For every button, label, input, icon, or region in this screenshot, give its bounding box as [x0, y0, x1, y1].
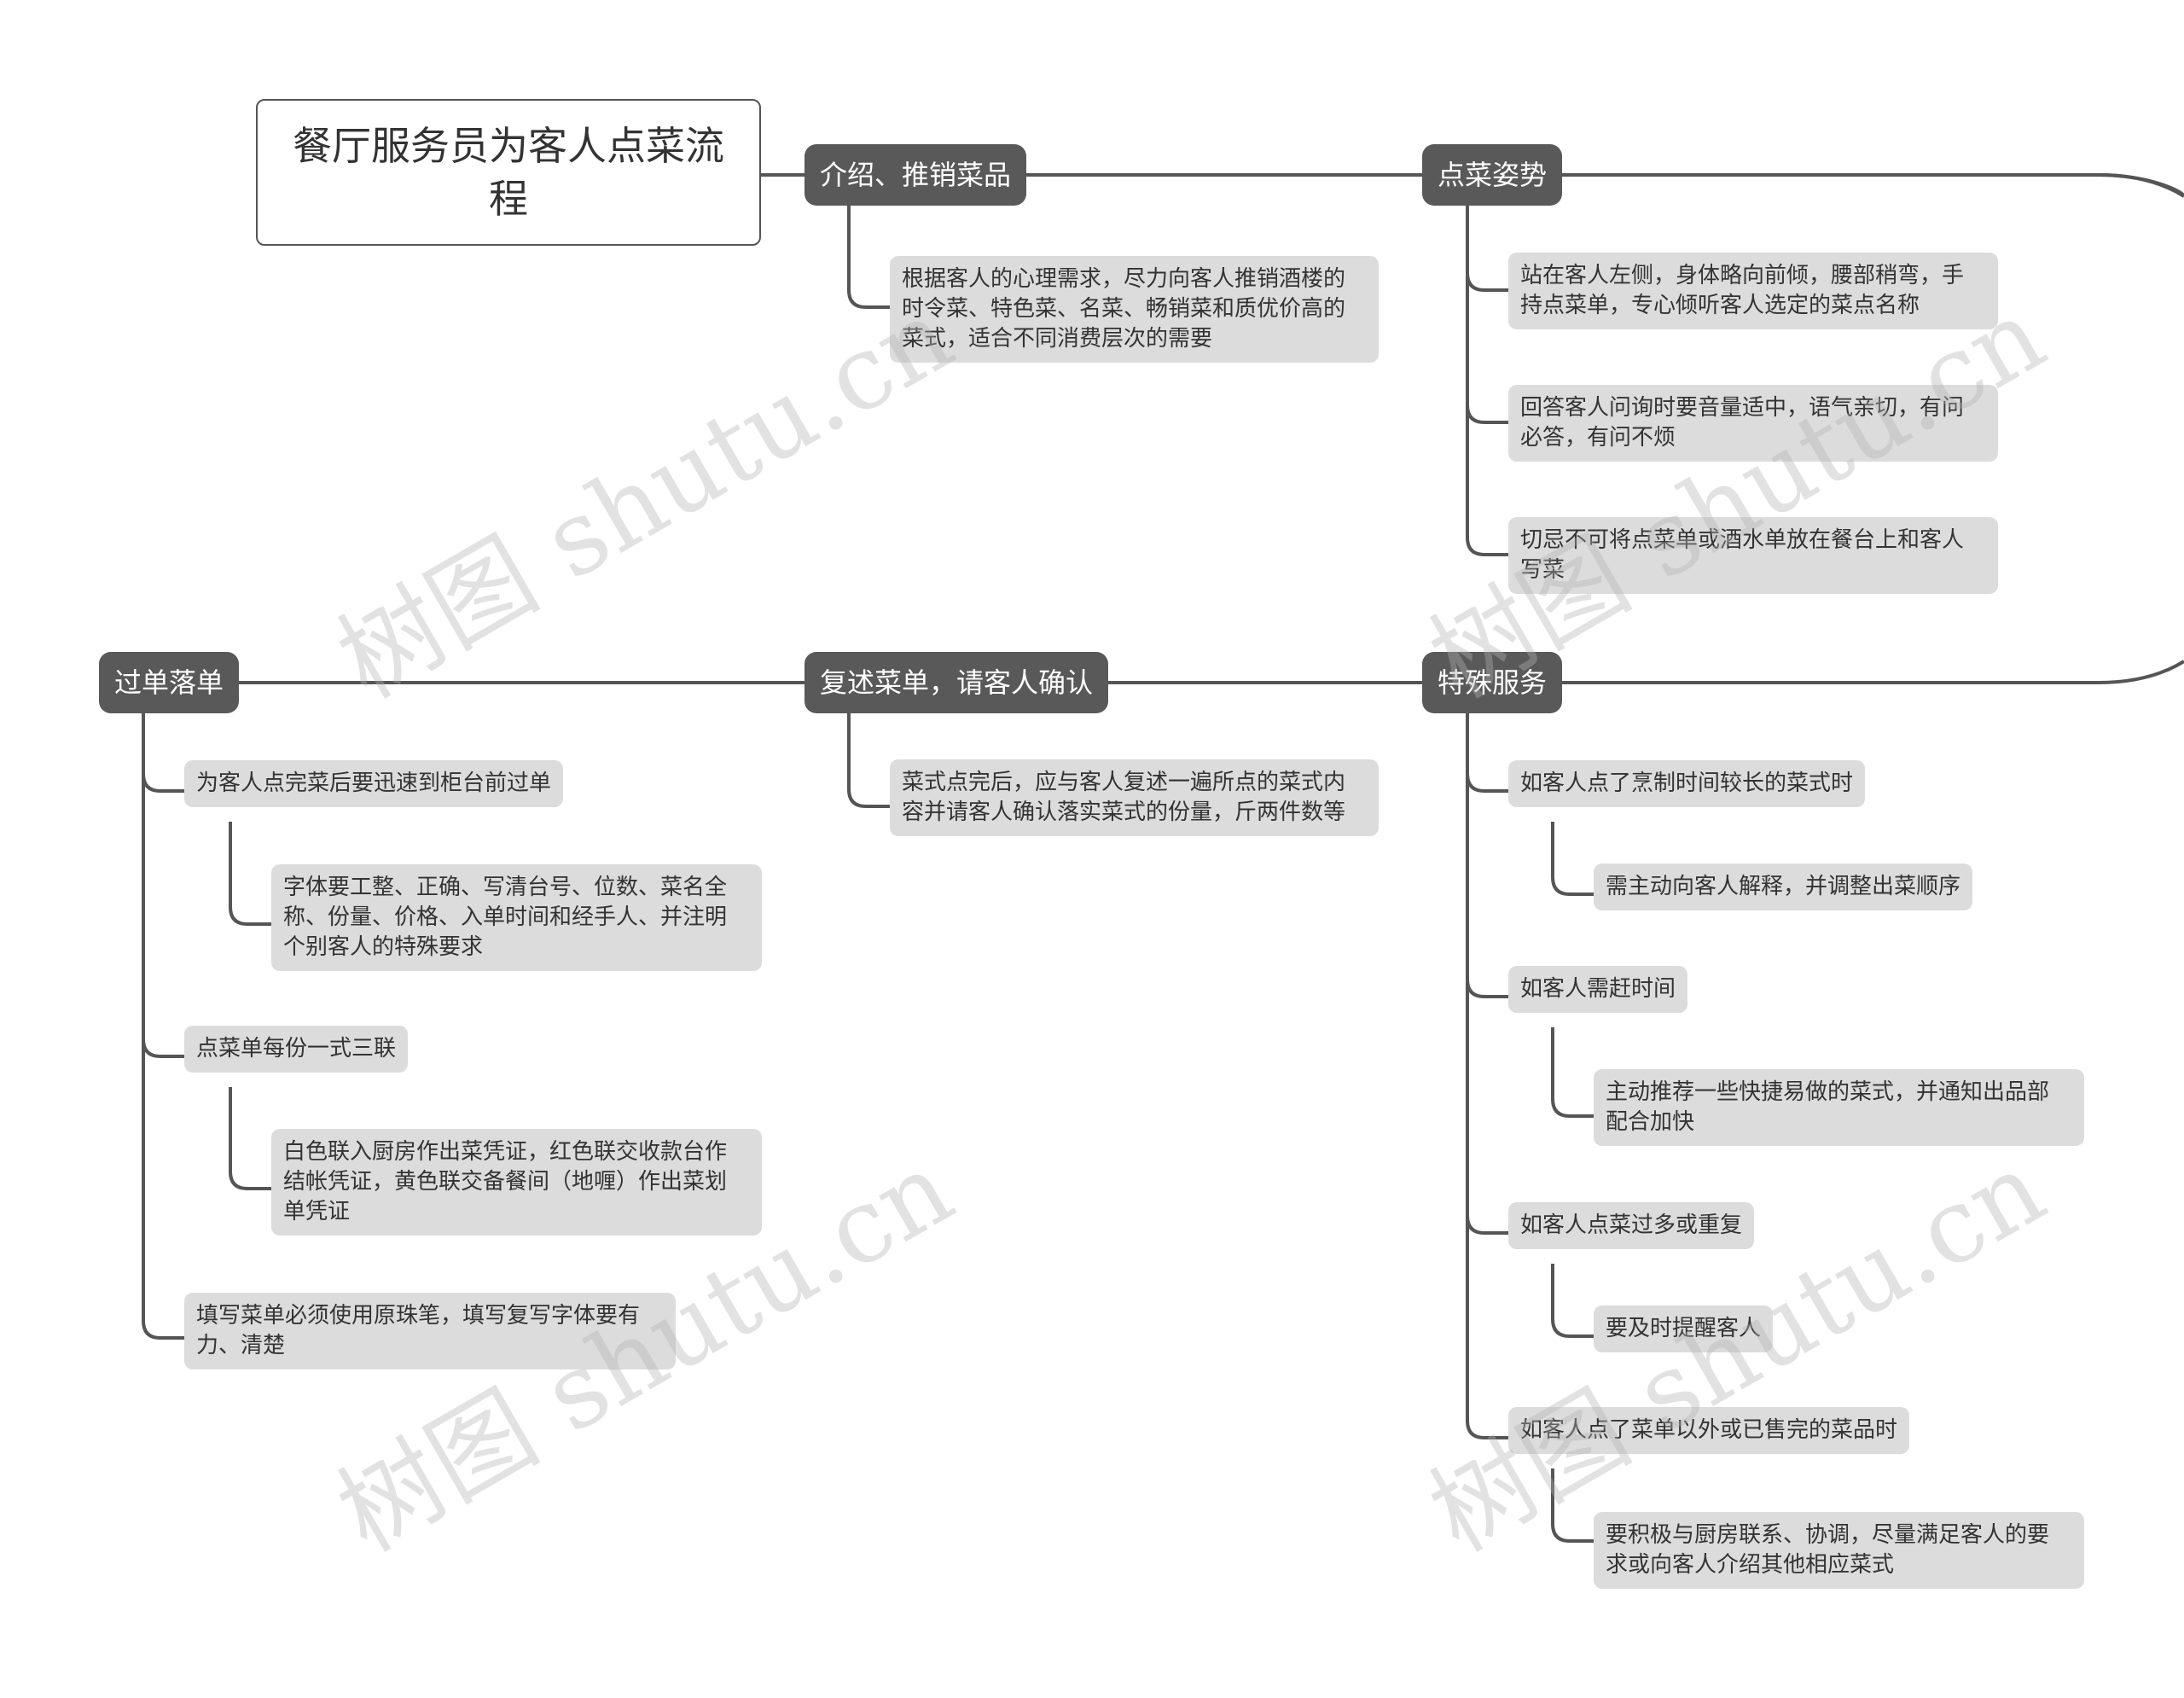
leaf-line: 写菜: [1520, 557, 1565, 583]
leaf-special-long-cook[interactable]: 如客人点了烹制时间较长的菜式时: [1508, 760, 1866, 807]
leaf-posture-avoid[interactable]: 切忌不可将点菜单或酒水单放在餐台上和客人写菜: [1508, 517, 1998, 594]
main-branch-return: [2098, 173, 2184, 684]
t4-stem: [847, 713, 892, 808]
leaf-line: 菜式点完后，应与客人复述一遍所点的菜式内: [902, 770, 1346, 795]
leaf-line: 力、清楚: [196, 1333, 286, 1358]
leaf-line: 持点菜单，专心倾听客人选定的菜点名称: [1520, 293, 1920, 318]
topic-submit-order[interactable]: 过单落单: [99, 652, 240, 713]
leaf-line: 称、份量、价格、入单时间和经手人、并注明: [283, 904, 728, 930]
root-title-line1: 餐厅服务员为客人点菜流: [293, 123, 724, 169]
leaf-submit-writing[interactable]: 字体要工整、正确、写清台号、位数、菜名全称、份量、价格、入单时间和经手人、并注明…: [271, 864, 762, 971]
t2-stem: [1466, 206, 1510, 556]
t5a-sub: [229, 822, 273, 926]
leaf-line: 为客人点完菜后要迅速到柜台前过单: [196, 770, 552, 796]
t3d-sub: [1551, 1468, 1595, 1543]
leaf-line: 容并请客人确认落实菜式的份量，斤两件数等: [902, 800, 1346, 825]
leaf-line: 填写菜单必须使用原珠笔，填写复写字体要有: [196, 1303, 641, 1329]
t5-stem: [142, 713, 186, 1340]
t3c-sub: [1551, 1264, 1595, 1338]
leaf-line: 字体要工整、正确、写清台号、位数、菜名全: [283, 875, 728, 900]
leaf-line: 配合加快: [1606, 1109, 1695, 1135]
t3a-sub: [1551, 822, 1595, 896]
leaf-special-long-cook-action[interactable]: 需主动向客人解释，并调整出菜顺序: [1594, 864, 1973, 910]
leaf-submit-triplicate-detail[interactable]: 白色联入厨房作出菜凭证，红色联交收款台作结帐凭证，黄色联交备餐间（地喱）作出菜划…: [271, 1129, 762, 1236]
topic-introduce-promote[interactable]: 介绍、推销菜品: [804, 144, 1027, 206]
leaf-line: 菜式，适合不同消费层次的需要: [902, 326, 1213, 352]
leaf-submit-triplicate[interactable]: 点菜单每份一式三联: [184, 1026, 409, 1073]
leaf-special-too-many-action[interactable]: 要及时提醒客人: [1594, 1305, 1774, 1352]
leaf-line: 如客人需赶时间: [1520, 976, 1676, 1002]
topic-ordering-posture[interactable]: 点菜姿势: [1422, 144, 1563, 206]
leaf-line: 根据客人的心理需求，尽力向客人推销酒楼的: [902, 266, 1346, 292]
leaf-posture-answer[interactable]: 回答客人问询时要音量适中，语气亲切，有问必答，有问不烦: [1508, 385, 1998, 462]
leaf-special-hurry[interactable]: 如客人需赶时间: [1508, 966, 1688, 1013]
leaf-line: 个别客人的特殊要求: [283, 934, 484, 960]
leaf-line: 求或向客人介绍其他相应菜式: [1606, 1552, 1895, 1578]
leaf-line: 如客人点了烹制时间较长的菜式时: [1520, 770, 1854, 796]
leaf-line: 如客人点菜过多或重复: [1520, 1212, 1743, 1238]
leaf-line: 时令菜、特色菜、名菜、畅销菜和质优价高的: [902, 296, 1346, 322]
leaf-line: 站在客人左侧，身体略向前倾，腰部稍弯，手: [1520, 263, 1965, 288]
topic-special-service[interactable]: 特殊服务: [1422, 652, 1563, 713]
leaf-special-off-menu[interactable]: 如客人点了菜单以外或已售完的菜品时: [1508, 1407, 1910, 1454]
leaf-line: 要积极与厨房联系、协调，尽量满足客人的要: [1606, 1522, 2050, 1548]
leaf-line: 点菜单每份一式三联: [196, 1036, 397, 1061]
t3b-sub: [1551, 1027, 1595, 1118]
root-topic[interactable]: 餐厅服务员为客人点菜流程: [256, 99, 761, 246]
leaf-special-too-many[interactable]: 如客人点菜过多或重复: [1508, 1202, 1755, 1249]
topic-repeat-menu[interactable]: 复述菜单，请客人确认: [804, 652, 1109, 713]
leaf-line: 回答客人问询时要音量适中，语气亲切，有问: [1520, 395, 1965, 421]
leaf-line: 必答，有问不烦: [1520, 425, 1676, 451]
leaf-special-hurry-action[interactable]: 主动推荐一些快捷易做的菜式，并通知出品部配合加快: [1594, 1069, 2084, 1146]
main-branch-right-loop: [2099, 175, 2184, 683]
leaf-posture-stand[interactable]: 站在客人左侧，身体略向前倾，腰部稍弯，手持点菜单，专心倾听客人选定的菜点名称: [1508, 253, 1998, 329]
leaf-line: 主动推荐一些快捷易做的菜式，并通知出品部: [1606, 1079, 2050, 1105]
leaf-line: 要及时提醒客人: [1606, 1316, 1762, 1341]
root-title-line2: 程: [489, 176, 528, 222]
t5b-sub: [229, 1087, 273, 1190]
leaf-line: 结帐凭证，黄色联交备餐间（地喱）作出菜划: [283, 1169, 728, 1195]
leaf-line: 如客人点了菜单以外或已售完的菜品时: [1520, 1417, 1898, 1443]
leaf-promote-detail[interactable]: 根据客人的心理需求，尽力向客人推销酒楼的时令菜、特色菜、名菜、畅销菜和质优价高的…: [890, 256, 1379, 363]
leaf-line: 切忌不可将点菜单或酒水单放在餐台上和客人: [1520, 527, 1965, 553]
leaf-repeat-detail[interactable]: 菜式点完后，应与客人复述一遍所点的菜式内容并请客人确认落实菜式的份量，斤两件数等: [890, 759, 1379, 836]
t1-stem: [847, 206, 892, 309]
leaf-line: 单凭证: [283, 1199, 351, 1224]
leaf-submit-pen[interactable]: 填写菜单必须使用原珠笔，填写复写字体要有力、清楚: [184, 1293, 676, 1369]
t3-stem: [1466, 713, 1510, 1439]
leaf-line: 白色联入厨房作出菜凭证，红色联交收款台作: [283, 1139, 728, 1165]
leaf-line: 需主动向客人解释，并调整出菜顺序: [1606, 874, 1961, 899]
leaf-submit-quickly[interactable]: 为客人点完菜后要迅速到柜台前过单: [184, 760, 564, 807]
leaf-special-off-menu-action[interactable]: 要积极与厨房联系、协调，尽量满足客人的要求或向客人介绍其他相应菜式: [1594, 1512, 2084, 1589]
